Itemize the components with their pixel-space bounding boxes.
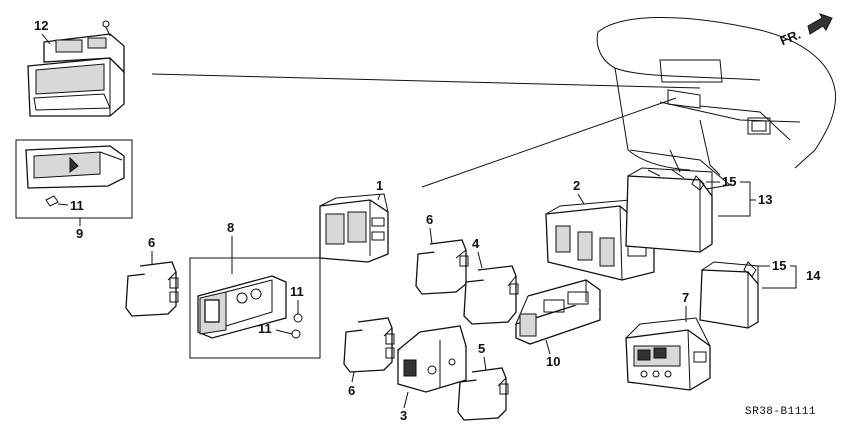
part-13-panel	[625, 167, 713, 253]
screw-11-upper	[293, 313, 303, 323]
callout-13: 13	[758, 192, 772, 207]
callout-11-b: 11	[290, 284, 304, 299]
part-9-assembly	[15, 139, 133, 219]
part-5-switch-cap	[457, 367, 509, 421]
diagram-code: SR38-B1111	[745, 406, 816, 418]
callout-5: 5	[478, 341, 485, 356]
callout-14: 14	[806, 268, 821, 283]
callout-8: 8	[227, 220, 234, 235]
part-8-frame	[189, 257, 321, 359]
part-6-cap-left	[125, 261, 179, 317]
part-7-control-unit	[625, 317, 711, 391]
part-12-pocket	[27, 20, 125, 117]
callout-6-a: 6	[148, 235, 155, 250]
callout-6-b: 6	[426, 212, 433, 227]
clip-15-upper	[691, 175, 705, 191]
screw-11-lower	[291, 329, 301, 339]
callout-11-a: 11	[70, 198, 84, 213]
leader-line-1	[421, 97, 677, 188]
part-8-assembly	[189, 257, 321, 359]
part-14-panel	[699, 261, 759, 329]
part-9-frame	[15, 139, 133, 219]
callout-12: 12	[34, 18, 48, 33]
callout-4: 4	[472, 236, 480, 251]
callout-6-c: 6	[348, 383, 355, 398]
callout-10: 10	[546, 354, 560, 369]
leader-line-12	[151, 73, 701, 89]
front-label: FR.	[778, 26, 803, 48]
callout-2: 2	[573, 178, 580, 193]
callout-11-c: 11	[258, 321, 272, 336]
callout-3: 3	[400, 408, 407, 423]
clip-11	[45, 195, 59, 207]
dashboard-outline	[596, 17, 837, 191]
part-10-switch	[515, 279, 601, 345]
callout-7: 7	[682, 290, 689, 305]
callout-15-b: 15	[772, 258, 786, 273]
callout-9: 9	[76, 226, 83, 241]
part-3-switch	[397, 325, 467, 393]
front-direction-arrow: FR.	[778, 13, 833, 48]
callout-15-a: 15	[722, 174, 736, 189]
part-4-switch-cap	[463, 265, 519, 325]
part-1-housing	[319, 193, 389, 263]
arrow-icon	[807, 13, 833, 35]
screw-12	[102, 20, 110, 28]
callout-1: 1	[376, 178, 383, 193]
clip-15-lower	[743, 261, 757, 277]
part-6-cap-lower	[343, 317, 395, 373]
part-6-cap-middle	[415, 239, 469, 295]
